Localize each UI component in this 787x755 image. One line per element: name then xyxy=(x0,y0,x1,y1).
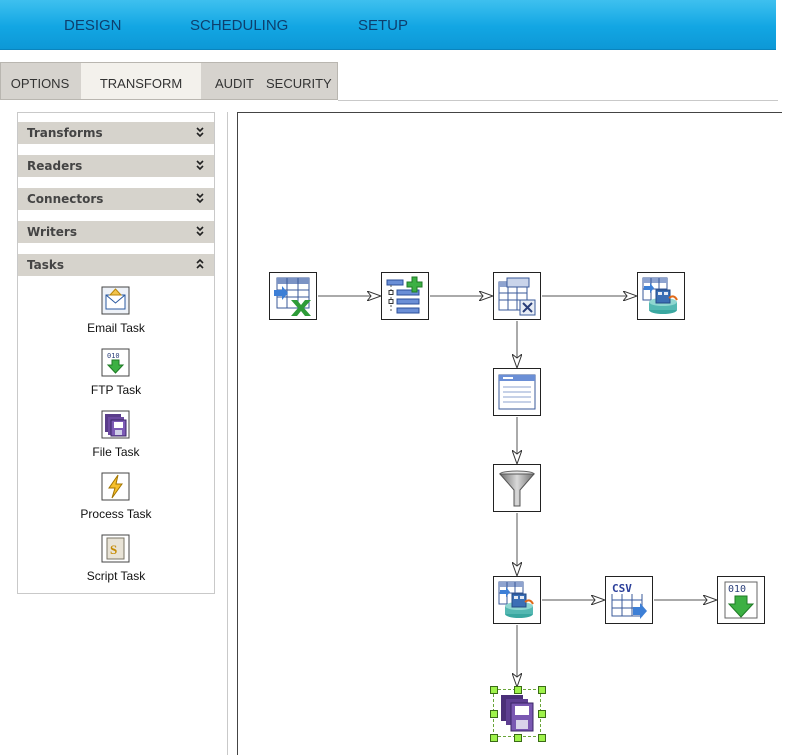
sub-tab-bar: OPTIONS TRANSFORM SETUP AUDIT SECURITY xyxy=(0,62,338,133)
task-label: Process Task xyxy=(80,507,152,521)
top-navigation-bar: DESIGN SCHEDULING SETUP xyxy=(0,0,776,50)
accordion-tasks[interactable]: Tasks xyxy=(18,254,214,276)
node-excel-lookup[interactable] xyxy=(493,272,541,320)
workflow-canvas[interactable] xyxy=(237,112,782,755)
ftp-task-icon: 010 xyxy=(724,581,758,619)
accordion-label: Readers xyxy=(27,159,83,173)
resize-handle[interactable] xyxy=(538,734,546,742)
accordion-label: Tasks xyxy=(27,258,65,272)
svg-text:010: 010 xyxy=(107,352,120,360)
script-task-icon: S xyxy=(101,534,130,563)
node-csv-writer[interactable]: CSV xyxy=(605,576,653,624)
excel-lookup-icon xyxy=(498,277,536,316)
node-ftp-task[interactable]: 010 xyxy=(717,576,765,624)
chevron-double-down-icon xyxy=(196,127,204,138)
task-label: File Task xyxy=(92,445,140,459)
file-task-icon xyxy=(501,695,534,732)
resize-handle[interactable] xyxy=(490,686,498,694)
chevron-double-down-icon xyxy=(196,226,204,237)
excel-reader-icon xyxy=(274,277,311,316)
svg-text:010: 010 xyxy=(728,584,746,595)
svg-text:S: S xyxy=(110,542,117,557)
accordion-label: Writers xyxy=(27,225,77,239)
database-writer-icon xyxy=(498,581,534,618)
tab-divider xyxy=(338,100,778,101)
database-writer-icon xyxy=(642,277,678,314)
resize-handle[interactable] xyxy=(514,686,522,694)
accordion-label: Connectors xyxy=(27,192,104,206)
tab-security[interactable]: SECURITY xyxy=(266,76,332,91)
node-add-columns[interactable] xyxy=(381,272,429,320)
accordion-writers[interactable]: Writers xyxy=(18,221,214,243)
tab-transform-setup[interactable]: TRANSFORM SETUP xyxy=(81,63,201,133)
component-sidebar: Transforms Readers Connectors Writers Ta… xyxy=(17,112,215,594)
tab-options[interactable]: OPTIONS xyxy=(10,76,70,91)
resize-handle[interactable] xyxy=(490,710,498,718)
panel-divider xyxy=(227,112,228,755)
task-script[interactable]: S Script Task xyxy=(18,534,214,594)
task-label: Email Task xyxy=(87,321,145,335)
nav-scheduling[interactable]: SCHEDULING xyxy=(190,17,289,34)
csv-writer-icon: CSV xyxy=(610,582,648,619)
resize-handle[interactable] xyxy=(490,734,498,742)
accordion-transforms[interactable]: Transforms xyxy=(18,122,214,144)
chevron-double-down-icon xyxy=(196,160,204,171)
node-form-transform[interactable] xyxy=(493,368,541,416)
accordion-connectors[interactable]: Connectors xyxy=(18,188,214,210)
task-label: Script Task xyxy=(86,569,146,583)
chevron-double-down-icon xyxy=(196,193,204,204)
node-file-task[interactable] xyxy=(490,686,546,742)
task-process[interactable]: Process Task xyxy=(18,472,214,532)
task-email[interactable]: Email Task xyxy=(18,286,214,346)
email-task-icon xyxy=(101,286,130,315)
node-excel-reader[interactable] xyxy=(269,272,317,320)
process-task-icon xyxy=(101,472,130,501)
file-task-icon xyxy=(101,410,130,439)
task-ftp[interactable]: 010 FTP Task xyxy=(18,348,214,408)
nav-setup[interactable]: SETUP xyxy=(358,17,409,34)
svg-text:CSV: CSV xyxy=(612,582,632,595)
resize-handle[interactable] xyxy=(538,710,546,718)
resize-handle[interactable] xyxy=(514,734,522,742)
ftp-task-icon: 010 xyxy=(101,348,130,377)
tab-audit[interactable]: AUDIT xyxy=(215,76,254,91)
accordion-readers[interactable]: Readers xyxy=(18,155,214,177)
node-database-writer-2[interactable] xyxy=(493,576,541,624)
filter-funnel-icon xyxy=(498,470,536,507)
chevron-double-up-icon xyxy=(196,258,204,269)
node-filter[interactable] xyxy=(493,464,541,512)
window-icon xyxy=(498,374,536,410)
resize-handle[interactable] xyxy=(538,686,546,694)
accordion-label: Transforms xyxy=(27,126,103,140)
task-label: FTP Task xyxy=(90,383,142,397)
add-columns-icon xyxy=(386,276,423,314)
nav-design[interactable]: DESIGN xyxy=(64,17,122,34)
node-database-writer-1[interactable] xyxy=(637,272,685,320)
task-file[interactable]: File Task xyxy=(18,410,214,470)
